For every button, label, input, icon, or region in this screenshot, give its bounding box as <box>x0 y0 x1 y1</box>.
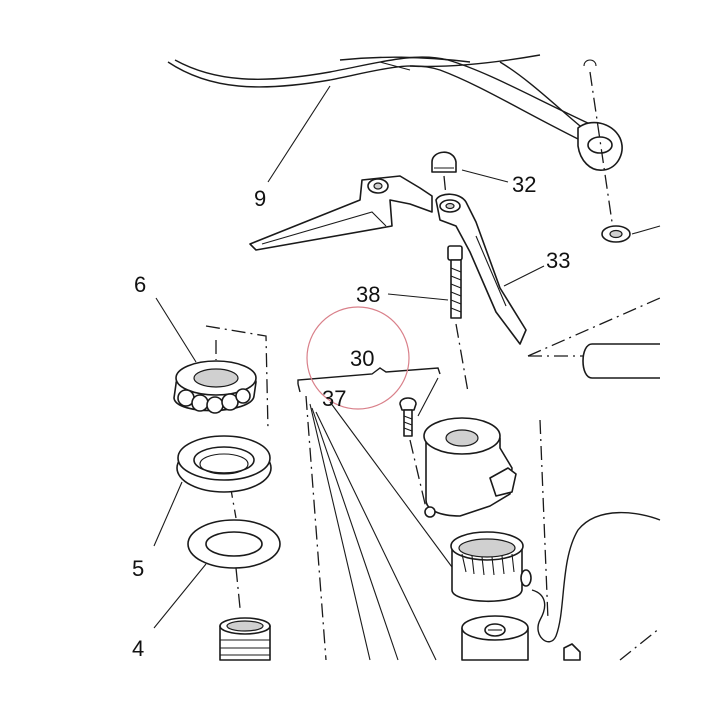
callout-38: 38 <box>356 282 380 307</box>
callout-6: 6 <box>134 272 146 297</box>
bearing-cup-part-5 <box>176 435 272 493</box>
bolt-part-38 <box>447 245 469 393</box>
leader-lines <box>153 85 545 629</box>
bearing-part-6 <box>173 360 257 414</box>
bearing-sleeve <box>450 531 532 603</box>
callout-33: 33 <box>546 248 570 273</box>
clamp-block <box>423 417 549 621</box>
callout-9: 9 <box>254 186 266 211</box>
cap-nut-part-32 <box>431 151 457 197</box>
washer-part-4 <box>187 519 281 569</box>
lever-part-33 <box>435 193 527 345</box>
bracket-arm <box>249 175 433 251</box>
callout-37: 37 <box>322 386 346 411</box>
cable <box>531 511 661 661</box>
callout-30: 30 <box>350 346 374 371</box>
callout-4: 4 <box>132 636 144 661</box>
highlight-ring <box>306 306 410 410</box>
fork-crown <box>461 615 581 661</box>
callout-32: 32 <box>512 172 536 197</box>
tube-right <box>527 297 661 379</box>
screw-part-37 <box>399 397 427 509</box>
frame-rail-part-9 <box>167 54 623 171</box>
callout-5: 5 <box>132 556 144 581</box>
bracket-group-30 <box>297 367 467 661</box>
fastener-top-right <box>583 59 661 243</box>
steerer-tube <box>219 617 271 661</box>
